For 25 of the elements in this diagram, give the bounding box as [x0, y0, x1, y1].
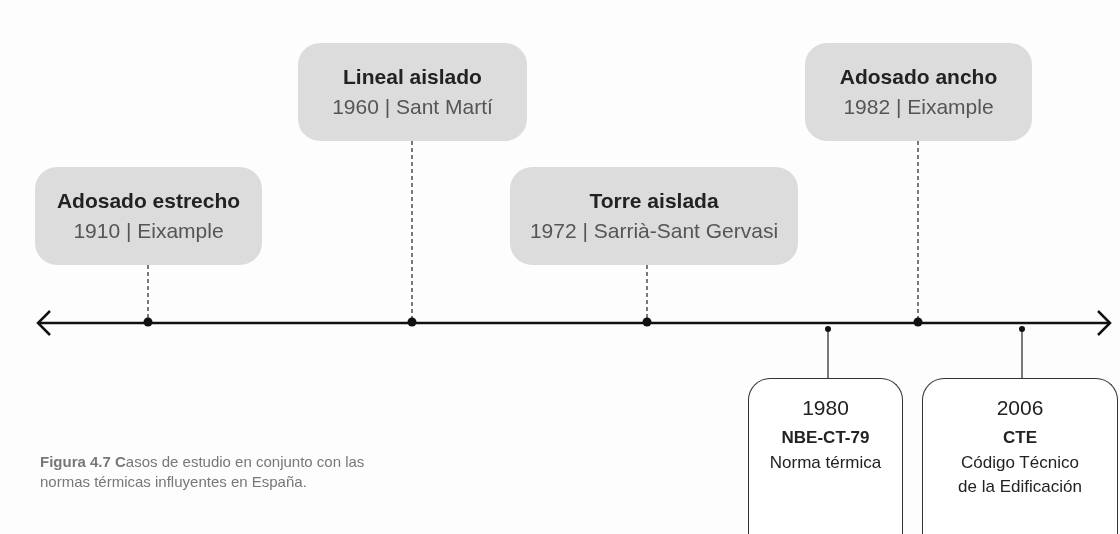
standard-box — [748, 378, 903, 534]
leader-line — [646, 264, 648, 320]
year-label: 2006 — [996, 395, 1044, 421]
case-title: Adosado ancho — [839, 64, 998, 90]
case-title: Lineal aislado — [343, 64, 482, 90]
leader-line — [147, 264, 149, 320]
year-district: 1972 | Sarrià-Sant Gervasi — [529, 218, 779, 244]
standard-box — [922, 378, 1118, 534]
year-district: 1960 | Sant Martí — [332, 94, 493, 120]
case-study-box — [510, 167, 798, 265]
standard-name: Código Técnico de la Edificación — [957, 452, 1083, 498]
standard-code: NBE-CT-79 — [781, 427, 870, 449]
figure-caption: Figura 4.7 Casos de estudio en conjunto con las normas térmicas influyentes en España. — [40, 452, 366, 492]
year-district: 1910 | Eixample — [73, 218, 224, 244]
case-study-box — [35, 167, 262, 265]
case-study-box — [805, 43, 1032, 141]
year-label: 1980 — [802, 395, 849, 421]
leader-line — [917, 140, 919, 320]
case-title: Torre aislada — [589, 188, 719, 214]
year-district: 1982 | Eixample — [843, 94, 994, 120]
standard-code: CTE — [1003, 427, 1037, 449]
standard-name: Norma térmica — [769, 452, 882, 474]
case-title: Adosado estrecho — [56, 188, 241, 214]
case-study-box — [298, 43, 527, 141]
leader-line — [411, 140, 413, 320]
